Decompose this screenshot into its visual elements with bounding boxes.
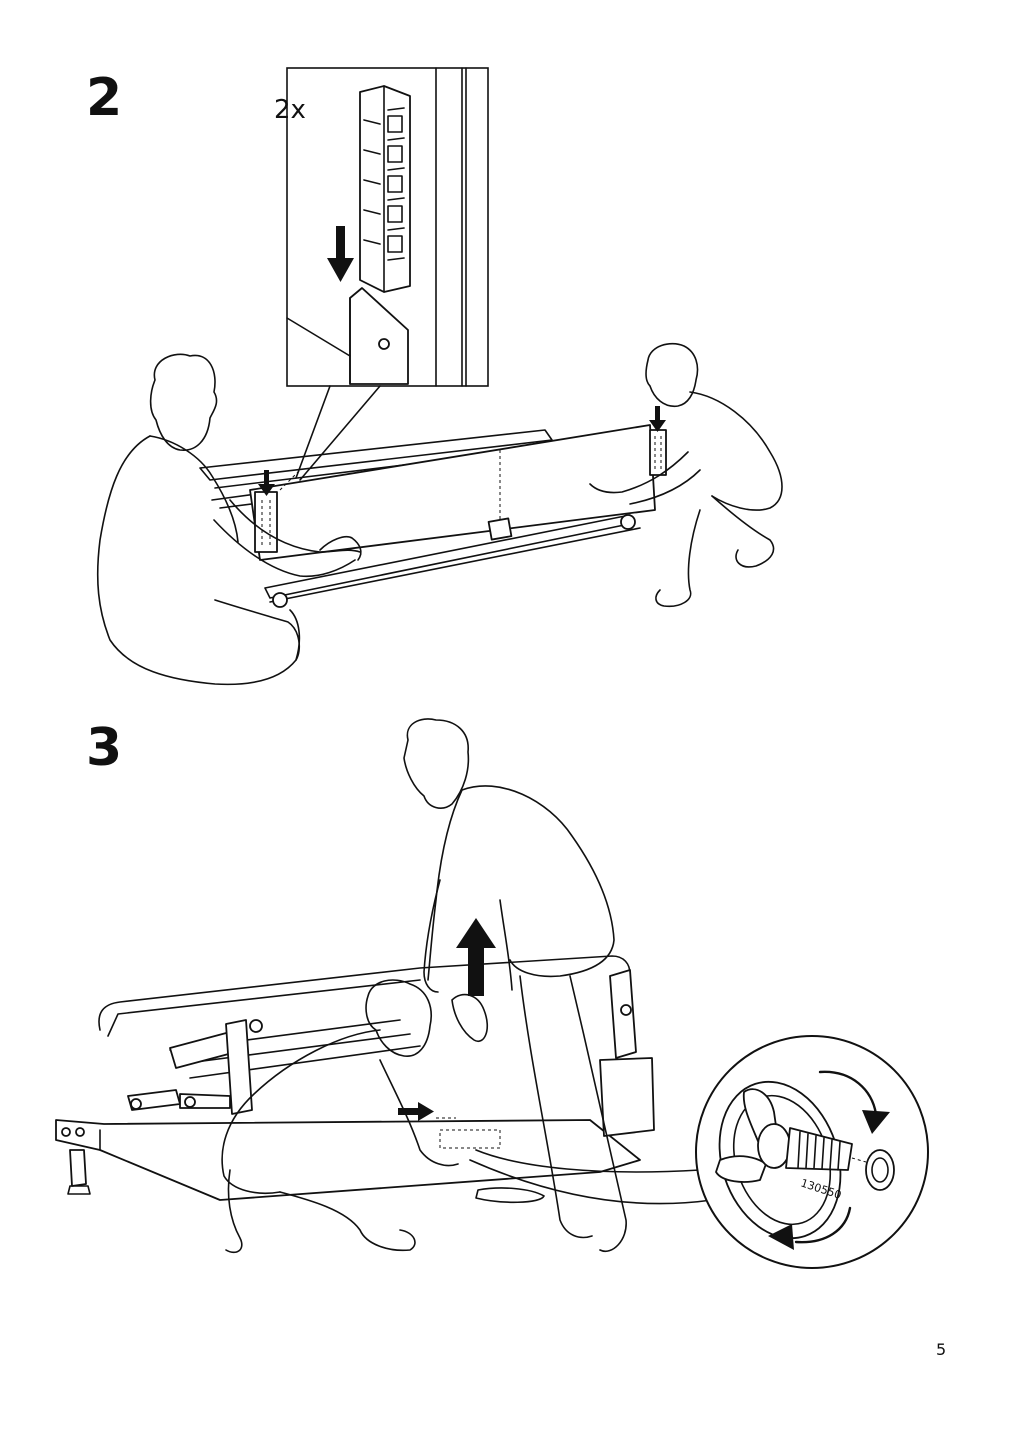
right-person-step2 — [589, 342, 783, 608]
step-2-illustration: 2x — [96, 67, 783, 686]
down-arrow-left-icon — [258, 470, 275, 496]
detail-zoom-circle — [695, 1035, 929, 1269]
lift-strap — [451, 993, 489, 1043]
step-2-number: 2 — [86, 68, 123, 128]
sofa-frame-step2 — [199, 424, 656, 608]
down-arrow-right-icon — [649, 406, 666, 432]
standing-person-step3 — [403, 718, 627, 1253]
page-number: 5 — [936, 1340, 947, 1359]
crouching-person-step3 — [221, 979, 459, 1254]
detail-quantity-label: 2x — [274, 95, 306, 125]
step-3-illustration: 130550 — [55, 718, 929, 1269]
left-person-step2 — [96, 353, 362, 686]
step-3-number: 3 — [86, 718, 123, 778]
up-arrow-icon — [456, 918, 496, 996]
sofa-base-step3 — [55, 955, 713, 1205]
detail-callout-step2 — [286, 67, 489, 481]
right-bracket — [649, 429, 667, 476]
right-arrow-icon — [398, 1102, 434, 1121]
